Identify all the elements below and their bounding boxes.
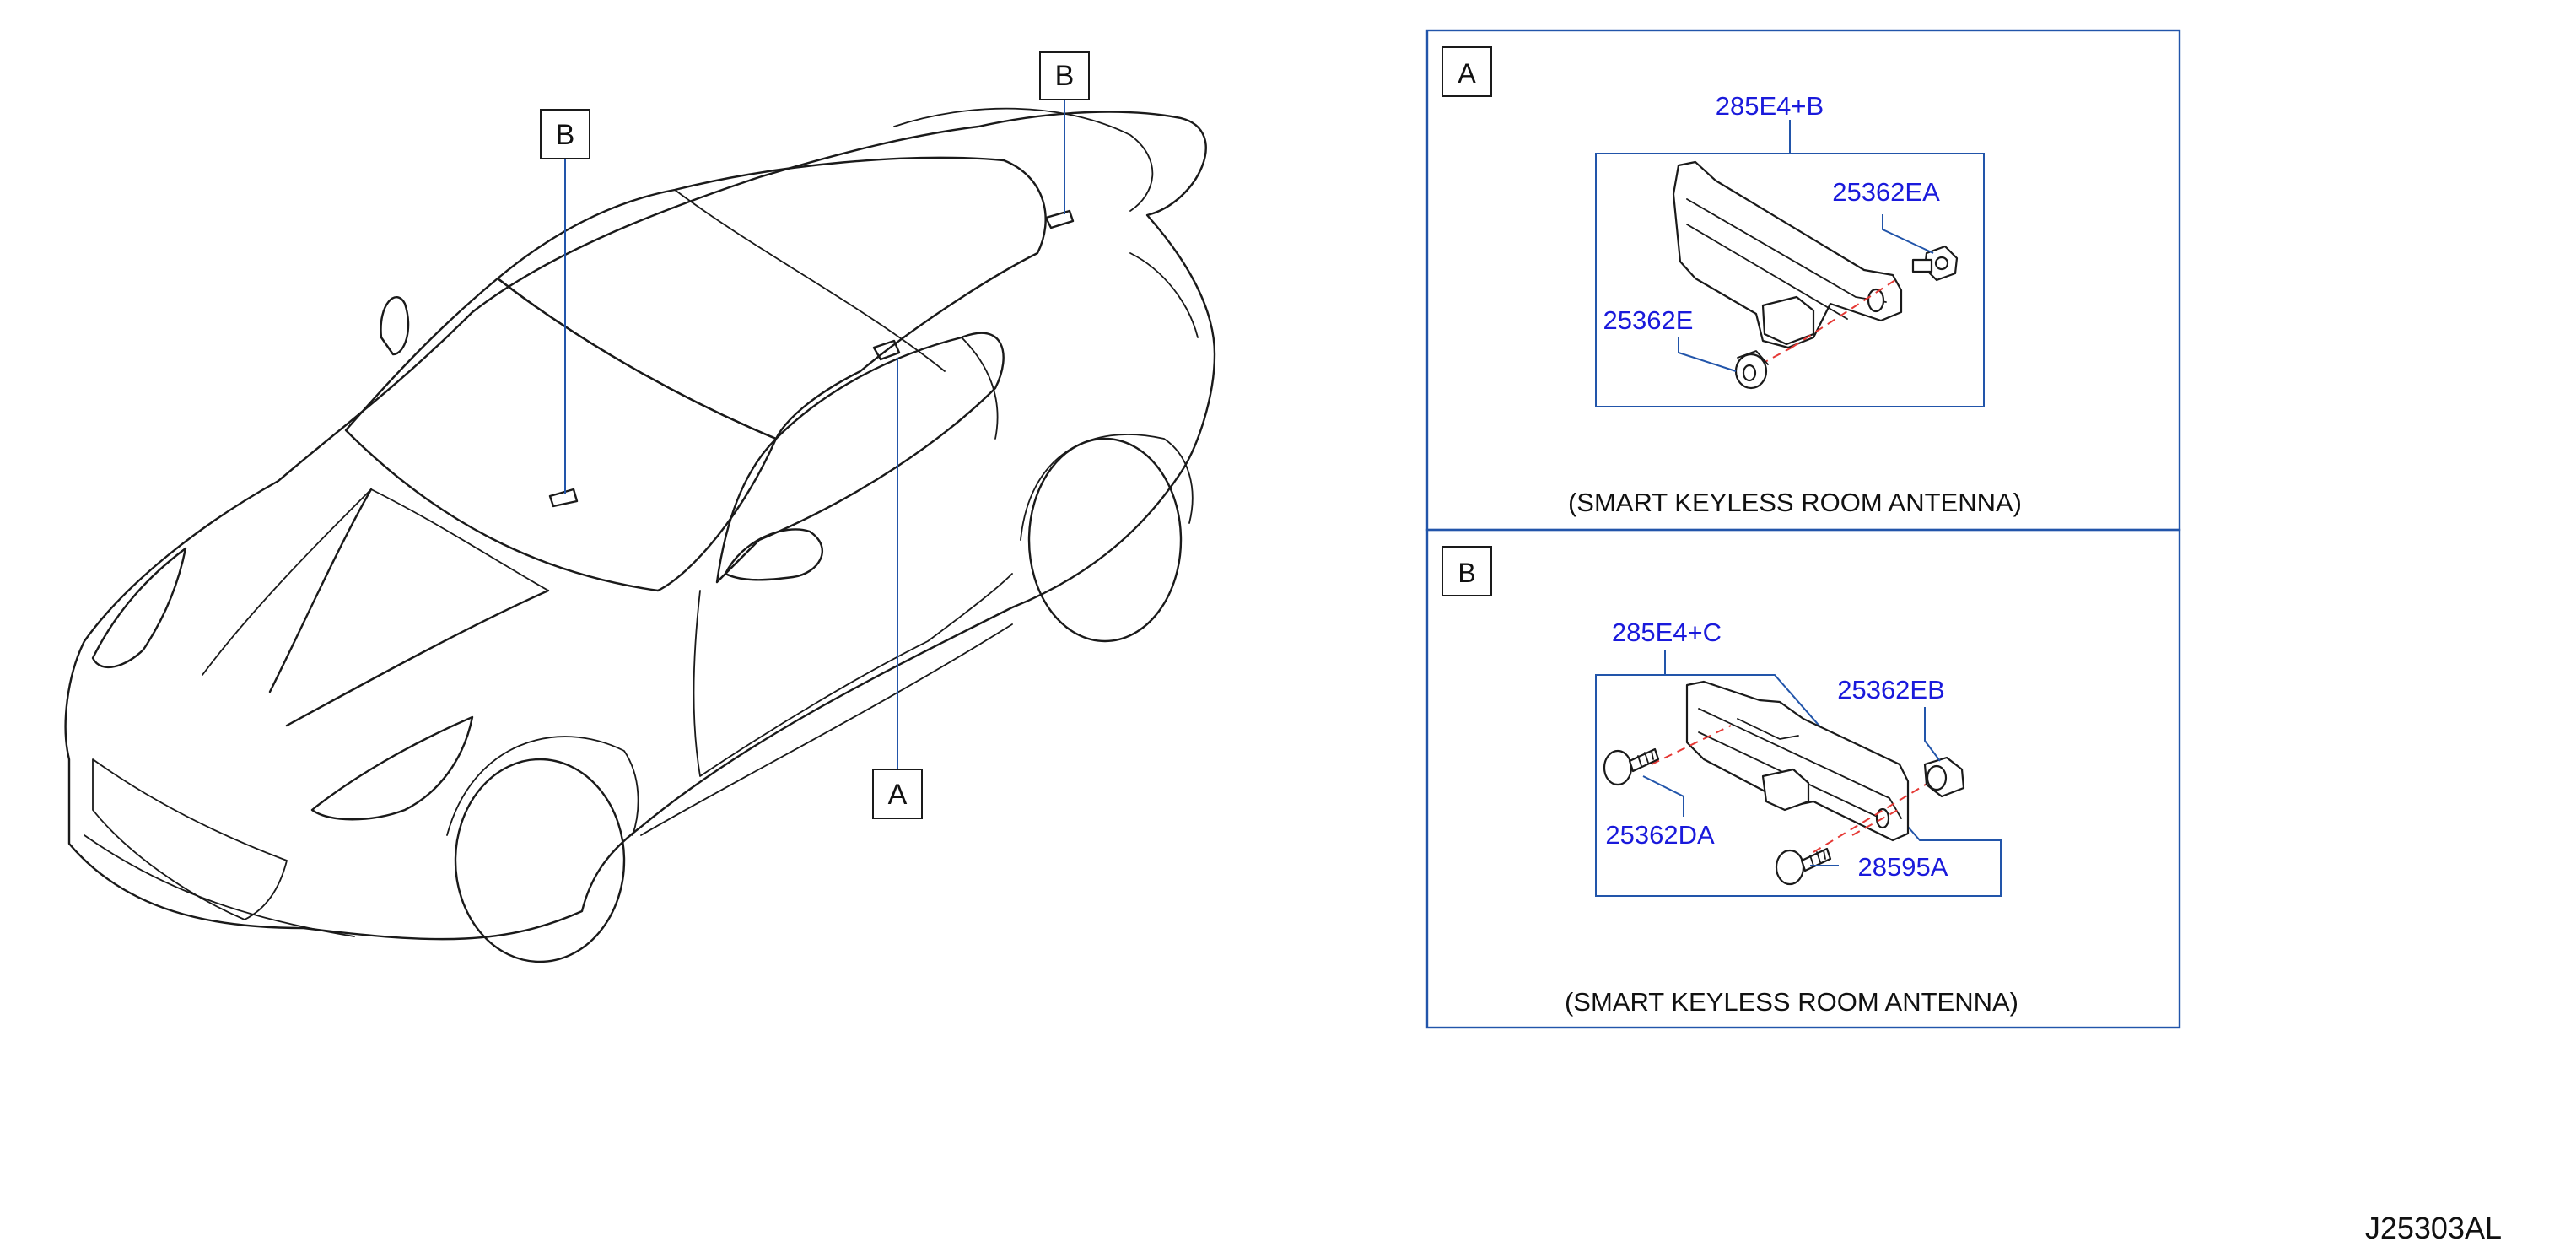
leader-25362eb bbox=[1924, 707, 1941, 762]
nut-25362eb bbox=[1923, 756, 1965, 798]
hood-line-upper bbox=[268, 488, 373, 693]
part-label-25362eb: 25362EB bbox=[1837, 675, 1945, 704]
part-label-25362e: 25362E bbox=[1603, 305, 1694, 335]
antenna-bracket-b bbox=[1685, 680, 1910, 842]
axis-b-mid bbox=[1851, 809, 1899, 836]
callout-box-a bbox=[872, 769, 923, 819]
panel-b-letter-box bbox=[1442, 546, 1492, 596]
antenna-b-front-marker bbox=[548, 488, 579, 508]
roof-glass bbox=[496, 156, 1047, 440]
part-label-285e4-c: 285E4+C bbox=[1612, 618, 1722, 647]
quarter-window bbox=[961, 337, 999, 440]
car-callouts: B B A bbox=[540, 51, 1090, 819]
panel-a-caption: (SMART KEYLESS ROOM ANTENNA) bbox=[1568, 488, 2022, 517]
part-label-25362ea: 25362EA bbox=[1832, 177, 1940, 207]
part-label-285e4-b: 285E4+B bbox=[1716, 91, 1824, 121]
rear-wheel bbox=[1027, 437, 1183, 643]
front-wheel bbox=[454, 758, 626, 963]
antenna-bracket-a bbox=[1672, 160, 1903, 349]
headlight-right bbox=[310, 715, 474, 821]
axis-b-left bbox=[1651, 725, 1732, 765]
panel-b-letter: B bbox=[1458, 558, 1475, 588]
panel-b-frame bbox=[1425, 528, 2181, 1029]
front-grille bbox=[92, 758, 288, 920]
leader-25362da bbox=[1642, 775, 1684, 817]
windshield bbox=[344, 277, 778, 592]
car-body-outline bbox=[64, 111, 1216, 941]
rear-lamp bbox=[1129, 252, 1199, 338]
hood-crease bbox=[202, 488, 549, 676]
panel-b: B 285E4+C 25362EB 2536 bbox=[1425, 528, 2181, 1029]
rear-wheel-arch bbox=[1020, 434, 1194, 541]
roof-ridge bbox=[674, 189, 946, 372]
callout-rear-b: B bbox=[1055, 60, 1075, 92]
panel-a-letter: A bbox=[1458, 58, 1476, 89]
screw-28595a bbox=[1775, 847, 1832, 886]
panel-a-letter-box bbox=[1442, 46, 1492, 97]
lower-fascia bbox=[84, 834, 355, 937]
callout-front-b: B bbox=[556, 119, 575, 151]
axis-a-upper bbox=[1791, 278, 1899, 348]
hood-line-lower bbox=[285, 589, 550, 727]
screw-25362da bbox=[1603, 747, 1660, 786]
antenna-a-marker bbox=[872, 339, 901, 361]
panel-a: A 285E4+B 25362EA 25362E bbox=[1425, 29, 2181, 532]
front-wheel-arch bbox=[446, 736, 639, 836]
leader-25362ea bbox=[1882, 214, 1934, 254]
axis-b-right bbox=[1813, 777, 1937, 853]
side-sill bbox=[640, 623, 1013, 836]
side-window bbox=[715, 332, 1005, 584]
antenna-b-rear-marker bbox=[1044, 209, 1075, 229]
grommet-25362e bbox=[1734, 350, 1769, 390]
headrest bbox=[380, 296, 410, 356]
part-label-25362da: 25362DA bbox=[1605, 820, 1715, 850]
grommet-25362ea bbox=[1911, 245, 1959, 282]
headlight-left bbox=[91, 547, 187, 669]
panel-b-caption: (SMART KEYLESS ROOM ANTENNA) bbox=[1565, 987, 2018, 1017]
car-illustration bbox=[64, 107, 1216, 963]
leader-25362e bbox=[1678, 337, 1737, 372]
panel-b-assembly-box bbox=[1595, 674, 2002, 897]
callout-box-rear-b bbox=[1039, 51, 1090, 100]
door-line bbox=[693, 573, 1013, 777]
rear-spoiler bbox=[893, 107, 1154, 212]
callout-a: A bbox=[888, 779, 908, 811]
callout-box-front-b bbox=[540, 109, 590, 159]
side-mirror bbox=[724, 528, 824, 581]
diagram-code: J25303AL bbox=[2365, 1211, 2502, 1245]
part-label-28595a: 28595A bbox=[1858, 852, 1948, 882]
